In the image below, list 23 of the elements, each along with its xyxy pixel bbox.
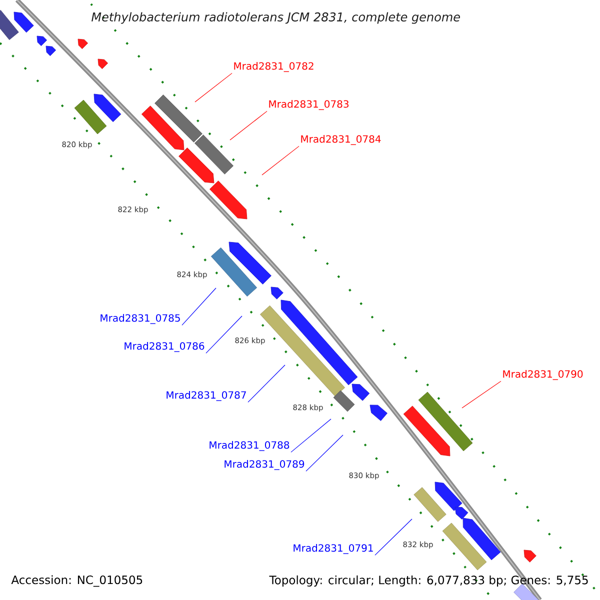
gene-label: Mrad2831_0786: [124, 342, 204, 352]
title: Methylobacterium radiotolerans JCM 2831, complete genome: [92, 12, 460, 24]
leader-line: [290, 418, 332, 452]
gene-label: Mrad2831_0788: [210, 441, 290, 451]
leader-line: [462, 380, 502, 408]
gene-label: Mrad2831_0789: [224, 460, 304, 470]
leader-line: [182, 288, 216, 326]
leader-line: [194, 72, 232, 102]
gene-label: Mrad2831_0785: [100, 314, 180, 324]
gene-label: Mrad2831_0784: [301, 135, 381, 145]
gene-label: Mrad2831_0790: [503, 370, 583, 380]
leader-line: [248, 364, 286, 402]
genome-info-label: Topology: circular; Length: 6,077,833 bp; Genes: 5,755: [269, 575, 588, 587]
leader-line: [230, 110, 268, 140]
leader-line: [262, 146, 300, 176]
leader-line: [306, 434, 344, 472]
accession-label: Accession: NC_010505: [11, 575, 142, 587]
leader-line: [206, 316, 242, 354]
gene-label: Mrad2831_0782: [234, 62, 314, 72]
gene-label: Mrad2831_0783: [269, 100, 348, 110]
gene-label: Mrad2831_0787: [166, 391, 246, 401]
gene-label: Mrad2831_0791: [294, 544, 373, 554]
leader-line: [374, 518, 412, 556]
